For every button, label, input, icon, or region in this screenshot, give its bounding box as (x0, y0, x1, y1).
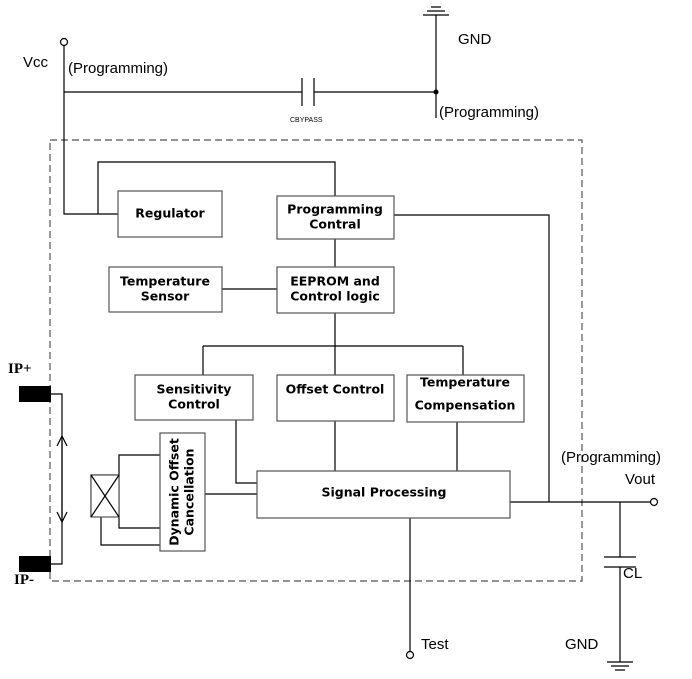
offset-control-label: Offset Control (286, 382, 385, 397)
dynamic-offset-label-2: Cancellation (182, 448, 197, 535)
gnd-programming-note: (Programming) (439, 104, 539, 121)
test-terminal (405, 650, 415, 660)
signal-processing-block: Signal Processing (256, 470, 511, 519)
gnd-top-label: GND (458, 31, 492, 48)
ip-minus-pad (19, 556, 51, 572)
chip-boundary (49, 139, 583, 582)
junction-dot (433, 89, 439, 95)
vcc-terminal (59, 37, 69, 47)
dynamic-offset-cancellation-block: Dynamic Offset Cancellation (159, 432, 206, 552)
signal-processing-label: Signal Processing (321, 485, 446, 500)
programming-control-label-1: Programming (287, 202, 383, 217)
cl-label: CL (623, 565, 642, 582)
vout-terminal (649, 497, 659, 507)
temperature-sensor-label-2: Sensor (141, 289, 190, 304)
ip-plus-label: IP+ (8, 361, 32, 377)
temperature-compensation-label-1: Temperature (420, 375, 510, 390)
ground-symbol-bottom (607, 661, 633, 671)
eeprom-label-1: EEPROM and (290, 274, 380, 289)
wiring (51, 15, 650, 662)
vout-label: Vout (625, 471, 656, 488)
ground-symbol-top (423, 6, 449, 16)
temperature-compensation-label-2: Compensation (415, 398, 516, 413)
gnd-bottom-label: GND (565, 636, 599, 653)
offset-control-block: Offset Control (276, 374, 395, 422)
temperature-compensation-block: Temperature Compensation (406, 374, 525, 423)
sensitivity-control-block: Sensitivity Control (134, 374, 254, 421)
vout-programming-note: (Programming) (561, 449, 661, 466)
test-label: Test (421, 636, 449, 653)
vcc-programming-note: (Programming) (68, 60, 168, 77)
cbypass-label: CBYPASS (290, 117, 323, 124)
dynamic-offset-label-1: Dynamic Offset (167, 438, 182, 546)
eeprom-label-2: Control logic (290, 289, 380, 304)
programming-control-block: Programming Contral (276, 195, 395, 240)
ip-plus-pad (19, 386, 51, 402)
hall-element (90, 474, 120, 518)
sensitivity-control-label-1: Sensitivity (157, 382, 232, 397)
programming-control-label-2: Contral (309, 217, 361, 232)
temperature-sensor-label-1: Temperature (120, 274, 210, 289)
sensitivity-control-label-2: Control (168, 397, 220, 412)
eeprom-block: EEPROM and Control logic (276, 266, 395, 314)
regulator-label: Regulator (135, 206, 205, 221)
regulator-block: Regulator (117, 190, 223, 238)
vcc-label: Vcc (23, 54, 49, 71)
temperature-sensor-block: Temperature Sensor (108, 266, 223, 313)
ip-minus-label: IP- (14, 572, 34, 588)
